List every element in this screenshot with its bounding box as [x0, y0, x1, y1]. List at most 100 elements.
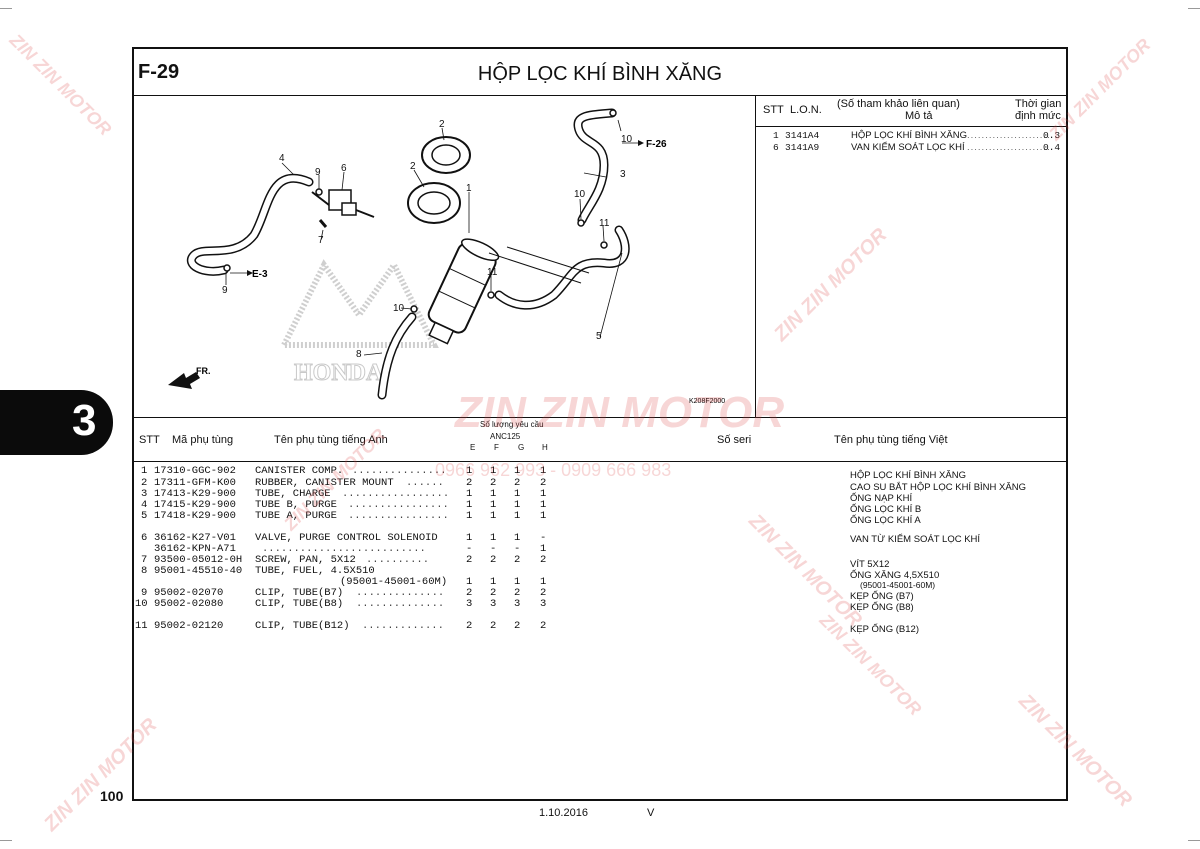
table-cell: 1 — [490, 510, 497, 522]
table-cell: 36162-KPN-A71 — [154, 543, 236, 555]
vietnamese-name: ỐNG XĂNG 4,5X510 — [850, 570, 940, 581]
reference-f26: F-26 — [646, 139, 667, 150]
table-cell: 2 — [540, 620, 547, 632]
vietnamese-name: HỘP LỌC KHÍ BÌNH XĂNG — [850, 470, 966, 481]
table-cell: .............. — [356, 598, 445, 610]
header-col-g: G — [518, 443, 525, 452]
crop-mark — [1188, 8, 1200, 9]
header-name-en: Tên phụ tùng tiếng Anh — [274, 434, 388, 446]
table-cell: ...... — [406, 477, 444, 489]
table-cell: 95001-45510-40 — [154, 565, 243, 577]
table-cell: 1 — [540, 465, 547, 477]
tube-b-purge — [187, 173, 314, 276]
callout-label: 4 — [279, 153, 285, 164]
table-cell: 1 — [514, 532, 521, 544]
diagram-code: K208F2000 — [689, 398, 725, 405]
table-cell: 1 — [490, 465, 497, 477]
callout-label: 3 — [620, 169, 626, 180]
table-cell: 2 — [540, 554, 547, 566]
section-tab: 3 — [0, 390, 113, 455]
vietnamese-name: KẸP ỐNG (B7) — [850, 591, 914, 602]
canister-comp — [427, 238, 500, 345]
table-cell: ................ — [348, 510, 449, 522]
table-cell: 1 — [540, 499, 547, 511]
clip-tube — [315, 188, 323, 196]
header-serial: Số seri — [717, 434, 752, 446]
table-cell: CLIP, TUBE(B12) — [255, 620, 350, 632]
vietnamese-name: VÍT 5X12 — [850, 559, 890, 570]
table-cell: TUBE A, PURGE — [255, 510, 337, 522]
table-cell: ................. — [342, 488, 450, 500]
labour-header-desc: Mô tả — [905, 110, 933, 122]
table-cell: 3 — [540, 598, 547, 610]
labour-header-stt: STT — [763, 104, 784, 116]
table-cell: 8 — [141, 565, 148, 577]
footer-mark: V — [647, 807, 655, 819]
crop-mark — [0, 840, 12, 841]
table-cell: 93500-05012-0H — [154, 554, 243, 566]
vietnamese-name: ỐNG LỌC KHÍ A — [850, 515, 921, 526]
table-cell: 17418-K29-900 — [154, 510, 236, 522]
table-cell: 1 — [540, 510, 547, 522]
table-cell: - — [490, 543, 497, 555]
page-title: HỘP LỌC KHÍ BÌNH XĂNG — [477, 63, 723, 85]
table-cell: 2 — [540, 587, 547, 599]
table-cell: 1 — [490, 532, 497, 544]
labour-header-desc-top: (Số tham khảo liên quan) — [837, 98, 960, 110]
labour-header-lon: L.O.N. — [790, 104, 822, 116]
table-cell: SCREW, PAN, 5X12 — [255, 554, 356, 566]
callout-label: 7 — [318, 235, 324, 246]
header-name-vn: Tên phụ tùng tiếng Việt — [834, 434, 948, 446]
callout-label: 9 — [315, 167, 321, 178]
screw-pan — [318, 219, 328, 228]
table-cell: 1 — [514, 510, 521, 522]
table-cell: 2 — [466, 477, 473, 489]
table-cell: 1 — [466, 465, 473, 477]
table-cell: 2 — [514, 477, 521, 489]
table-cell: CLIP, TUBE(B7) — [255, 587, 344, 599]
table-cell: (95001-45001-60M) — [340, 576, 448, 588]
divider — [134, 461, 1066, 462]
table-cell: 1 — [466, 576, 473, 588]
reference-e3: E-3 — [252, 269, 268, 280]
table-cell: - — [514, 543, 521, 555]
vietnamese-name: ỐNG LỌC KHÍ B — [850, 504, 922, 515]
table-cell: 9 — [141, 587, 148, 599]
callout-label: 5 — [596, 331, 602, 342]
callout-label: 1 — [466, 183, 472, 194]
table-cell: - — [540, 532, 547, 544]
clip-tube — [609, 109, 617, 117]
header-model: ANC125 — [490, 432, 521, 441]
vietnamese-name: (95001-45001-60M) — [860, 580, 936, 590]
callout-label: 6 — [341, 163, 347, 174]
page-number: 100 — [100, 788, 124, 804]
table-cell: 3 — [514, 598, 521, 610]
table-cell: 1 — [514, 465, 521, 477]
table-cell: 1 — [514, 576, 521, 588]
table-cell: 1 — [540, 576, 547, 588]
labour-header-time-top: Thời gian — [1015, 98, 1062, 110]
table-cell: 2 — [490, 554, 497, 566]
table-cell: 3 — [466, 598, 473, 610]
callout-label: 8 — [356, 349, 362, 360]
section-number: 3 — [72, 396, 97, 445]
vietnamese-name: KẸP ỐNG (B12) — [850, 624, 919, 635]
clip-tube — [577, 219, 585, 227]
table-cell: ............... — [352, 465, 447, 477]
table-cell: .......................... — [262, 543, 426, 555]
vietnamese-name: ỐNG NẠP KHÍ — [850, 493, 913, 504]
divider — [755, 95, 756, 417]
table-cell: 2 — [514, 554, 521, 566]
clip-tube — [600, 241, 608, 249]
header-qty: Số lượng yêu cầu — [480, 420, 544, 429]
exploded-diagram: HONDA — [168, 108, 725, 405]
labour-table: STT L.O.N. (Số tham khảo liên quan) Mô t… — [755, 95, 1068, 417]
header-part-no: Mã phụ tùng — [172, 434, 234, 446]
table-cell: 2 — [466, 587, 473, 599]
header-col-f: F — [494, 443, 499, 452]
table-cell: 4 — [141, 499, 148, 511]
